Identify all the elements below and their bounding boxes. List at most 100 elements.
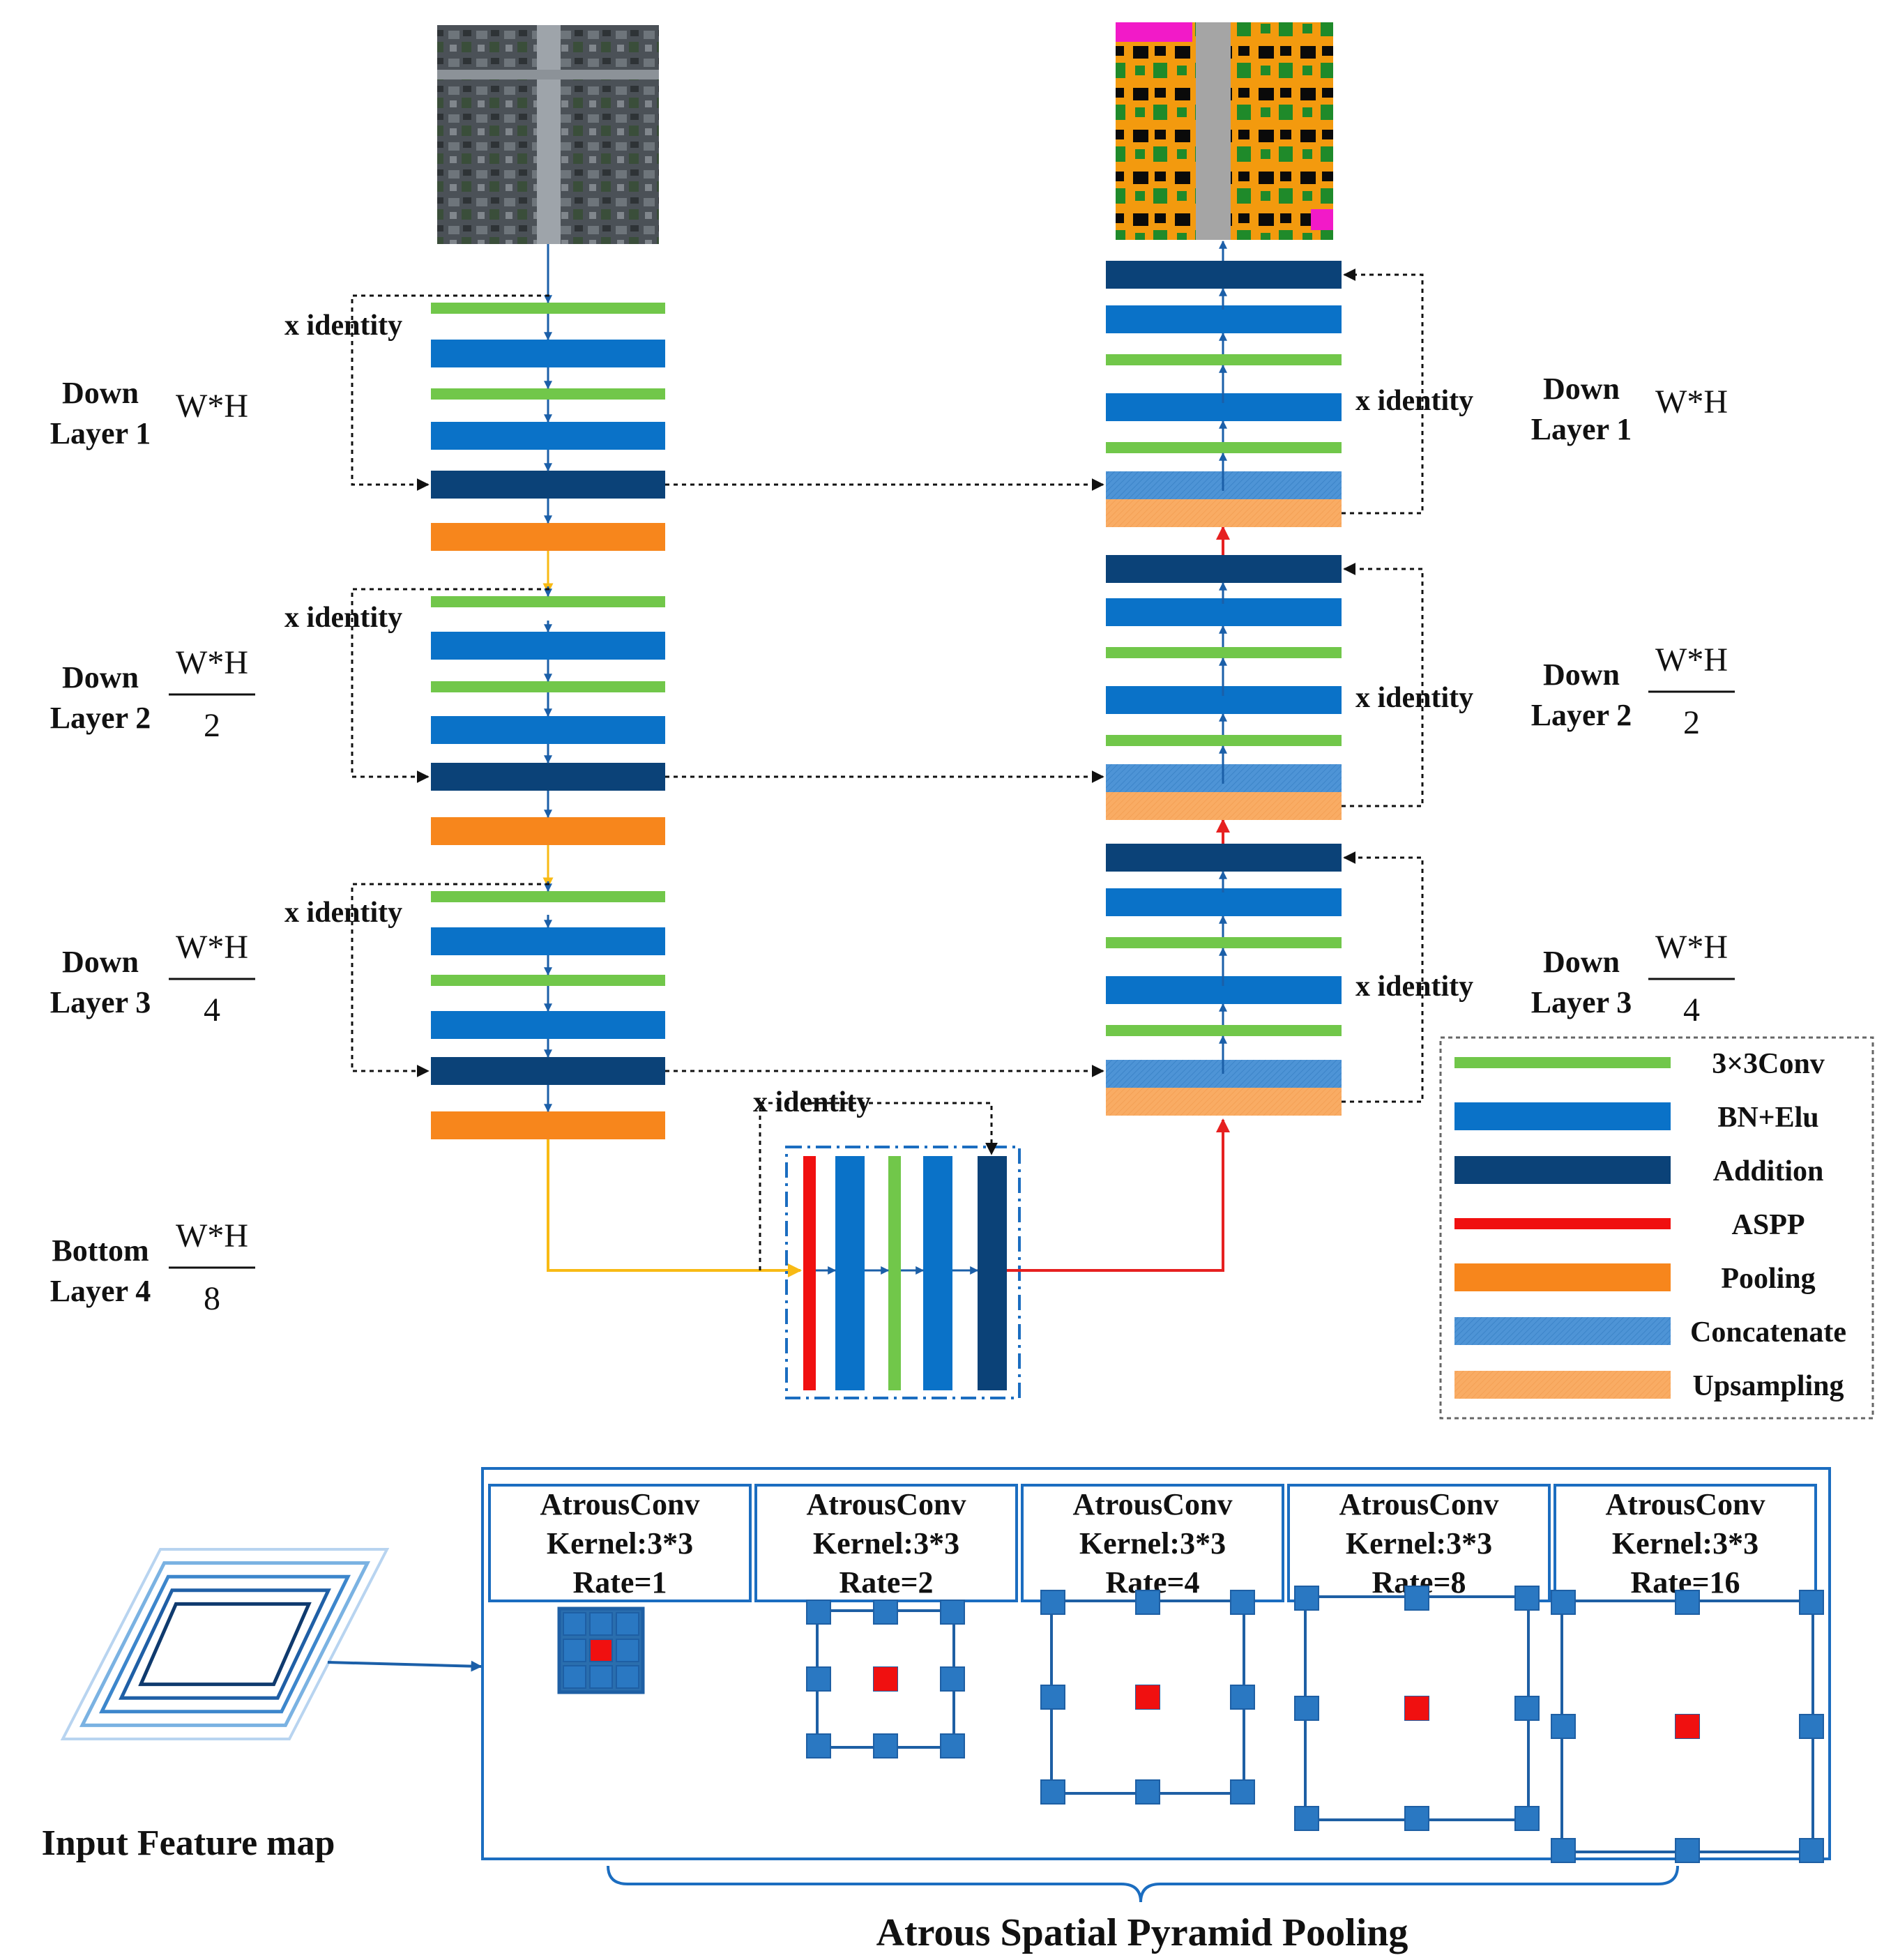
encoder-bn-bar	[431, 632, 665, 660]
atrous-conv-kernel: Kernel:3*3	[1079, 1526, 1226, 1560]
encoder-bn-bar	[431, 927, 665, 955]
encoder-conv-bar	[431, 975, 665, 986]
aspp-brace	[607, 1865, 1679, 1903]
legend-label-upsampling: Upsampling	[1692, 1370, 1844, 1402]
bottom-identity-skip	[759, 1102, 998, 1270]
legend-swatch-addition	[1454, 1156, 1671, 1184]
identity-label: x identity	[1355, 682, 1473, 714]
legend-label-aspp: ASPP	[1732, 1209, 1805, 1241]
decoder-upsampling-bar	[1106, 792, 1342, 820]
encoder-addition-bar	[431, 763, 665, 791]
layer-label-line2: Layer 1	[1531, 412, 1632, 446]
atrous-conv-rate: Rate=2	[839, 1565, 933, 1600]
encoder-pooling-bar	[431, 817, 665, 845]
encoder-addition-bar	[431, 471, 665, 499]
identity-label: x identity	[284, 310, 402, 342]
size-label: W*H	[1655, 383, 1728, 420]
decoder-identity-skip	[1342, 851, 1424, 1103]
encoder-conv-bar	[431, 891, 665, 902]
decoder-conv-bar	[1106, 442, 1342, 453]
encoder-addition-bar	[431, 1057, 665, 1085]
decoder-conv-bar	[1106, 937, 1342, 948]
layer-label-line2: Layer 2	[1531, 698, 1632, 732]
encoder-bn-bar	[431, 1011, 665, 1039]
identity-label: x identity	[284, 897, 402, 929]
identity-label: x identity	[753, 1086, 871, 1118]
bottom-addition-bar	[978, 1156, 1007, 1390]
legend-swatch-concatenate	[1454, 1317, 1671, 1345]
atrous-kernel-grid	[557, 1606, 645, 1694]
atrous-conv-title: AtrousConv	[540, 1487, 699, 1521]
bottom-bn-bar	[835, 1156, 865, 1390]
legend-swatch-upsampling	[1454, 1371, 1671, 1399]
decoder-conv-bar	[1106, 735, 1342, 746]
decoder-bn-bar	[1106, 305, 1342, 333]
layer-label-line2: Layer 1	[50, 416, 151, 450]
atrous-conv-title: AtrousConv	[1605, 1487, 1765, 1521]
encoder-bn-bar	[431, 422, 665, 450]
atrous-conv-header	[488, 1484, 752, 1602]
size-label: W*H	[176, 388, 248, 425]
size-denominator: 2	[204, 707, 220, 744]
atrous-conv-kernel: Kernel:3*3	[1612, 1526, 1758, 1560]
legend-swatch-pooling	[1454, 1263, 1671, 1291]
size-numerator: W*H	[176, 929, 248, 966]
aspp-title: Atrous Spatial Pyramid Pooling	[876, 1911, 1408, 1954]
decoder-addition-bar	[1106, 555, 1342, 583]
bottom-bn-bar	[923, 1156, 952, 1390]
encoder-conv-bar	[431, 681, 665, 692]
size-denominator: 4	[204, 992, 220, 1028]
legend-swatch-conv	[1454, 1057, 1671, 1068]
atrous-conv-title: AtrousConv	[806, 1487, 966, 1521]
layer-label-line1: Down	[1543, 658, 1620, 692]
decoder-upsampling-bar	[1106, 1088, 1342, 1116]
legend-box	[1439, 1036, 1874, 1420]
legend-label-pooling: Pooling	[1721, 1263, 1815, 1295]
decoder-conv-bar	[1106, 1025, 1342, 1036]
encoder-conv-bar	[431, 596, 665, 607]
input-to-aspp-arrow	[327, 1660, 483, 1672]
atrous-conv-kernel: Kernel:3*3	[547, 1526, 693, 1560]
pool-to-bottom-arrow	[547, 1139, 802, 1277]
legend-label-concatenate: Concatenate	[1690, 1316, 1846, 1349]
decoder-addition-bar	[1106, 844, 1342, 872]
encoder-identity-skip	[351, 883, 549, 1077]
atrous-kernel-grid	[1040, 1590, 1255, 1805]
bottom-to-decoder-arrow	[1007, 1118, 1230, 1272]
legend-swatch-bn	[1454, 1102, 1671, 1130]
size-denominator: 4	[1683, 992, 1700, 1028]
input-feature-map-icon	[60, 1548, 390, 1740]
layer-label-line1: Down	[62, 376, 139, 410]
layer-label-line2: Layer 3	[1531, 985, 1632, 1019]
legend-label-bn: BN+Elu	[1717, 1102, 1818, 1134]
size-numerator: W*H	[1655, 641, 1728, 678]
encoder-bn-bar	[431, 340, 665, 367]
layer-label-line1: Down	[62, 945, 139, 979]
size-numerator: W*H	[176, 644, 248, 681]
atrous-conv-kernel: Kernel:3*3	[813, 1526, 959, 1560]
legend-swatch-aspp	[1454, 1218, 1671, 1229]
atrous-kernel-grid	[806, 1600, 965, 1758]
decoder-addition-bar	[1106, 261, 1342, 289]
encoder-pooling-bar	[431, 523, 665, 551]
input-aerial-image	[437, 25, 659, 244]
layer-label-line1: Down	[1543, 945, 1620, 979]
encoder-conv-bar	[431, 388, 665, 400]
output-segmentation-map	[1116, 22, 1333, 240]
decoder-bn-bar	[1106, 888, 1342, 916]
encoder-pooling-bar	[431, 1111, 665, 1139]
layer-label-line2: Layer 3	[50, 985, 151, 1019]
atrous-conv-title: AtrousConv	[1072, 1487, 1232, 1521]
bottom-conv-bar	[888, 1156, 901, 1390]
legend-label-conv: 3×3Conv	[1712, 1048, 1825, 1080]
layer-label-line2: Layer 4	[50, 1274, 151, 1308]
atrous-conv-rate: Rate=1	[572, 1565, 667, 1600]
aspp-outer-box	[481, 1467, 1831, 1860]
identity-label: x identity	[284, 602, 402, 634]
layer-label-line1: Down	[1543, 372, 1620, 406]
atrous-conv-kernel: Kernel:3*3	[1346, 1526, 1492, 1560]
layer-label-line2: Layer 2	[50, 701, 151, 735]
input-feature-map-label: Input Feature map	[42, 1823, 335, 1863]
bottom-aspp-bar	[803, 1156, 816, 1390]
